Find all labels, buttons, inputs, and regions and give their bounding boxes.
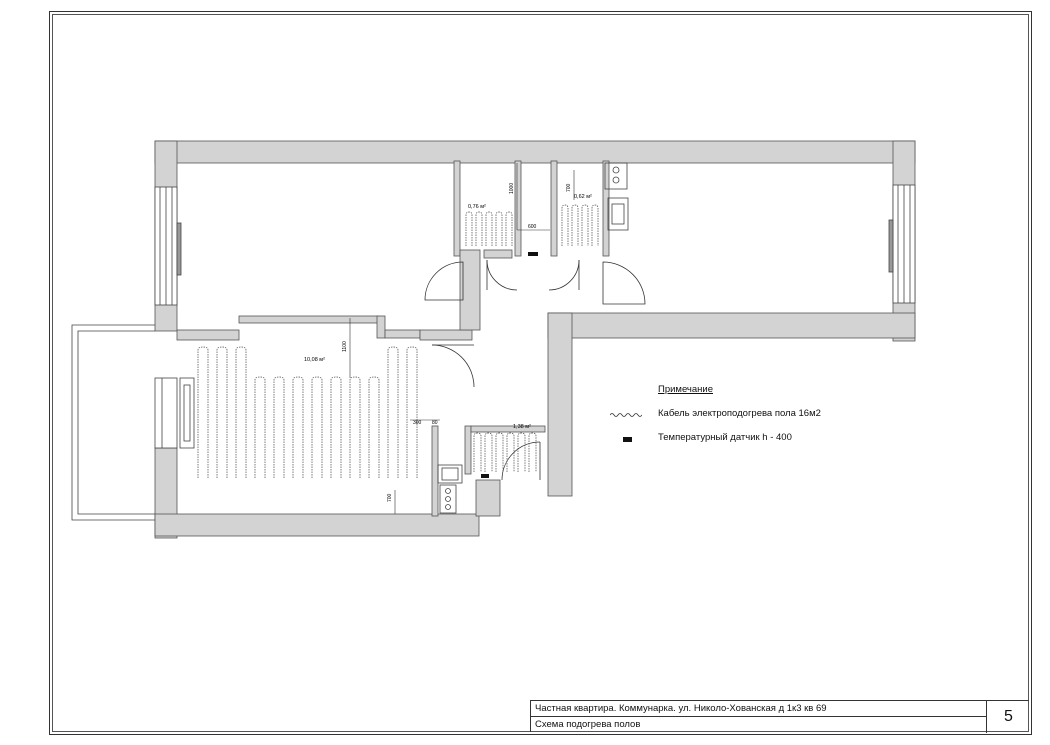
dim-300: 300 xyxy=(413,420,422,426)
cable-loop xyxy=(484,432,493,472)
cable-loop xyxy=(571,204,579,246)
cable-loop xyxy=(495,211,503,246)
doors xyxy=(424,259,646,481)
heating-cable-bath-2 xyxy=(561,204,599,246)
sensor-icon xyxy=(623,437,632,442)
kitchen-fixtures xyxy=(437,162,629,514)
title-block: Частная квартира. Коммунарка. ул. Николо… xyxy=(530,700,1029,733)
legend-label-sensor: Температурный датчик h - 400 xyxy=(658,432,792,443)
cable-loop xyxy=(581,204,589,246)
room-area-bath-1: 0,76 м² xyxy=(468,204,486,210)
cable-loop xyxy=(485,211,493,246)
cable-loop xyxy=(473,432,482,472)
heating-cable-kitchen xyxy=(473,432,537,472)
title-block-project: Частная квартира. Коммунарка. ул. Николо… xyxy=(531,701,987,717)
dim-600: 600 xyxy=(528,224,537,230)
dim-700-top: 700 xyxy=(566,183,572,192)
cable-loop xyxy=(495,432,504,472)
window-right xyxy=(888,184,916,304)
room-area-bath-2: 0,62 м² xyxy=(574,194,592,200)
room-area-living: 10,08 м² xyxy=(304,357,325,363)
cable-loop xyxy=(591,204,599,246)
cable-loop xyxy=(506,432,515,472)
dim-1100: 1100 xyxy=(342,341,348,352)
dim-700-bottom: 700 xyxy=(387,493,393,502)
dim-80: 80 xyxy=(432,420,438,426)
legend-label-cable: Кабель электроподогрева пола 16м2 xyxy=(658,408,821,419)
wavy-cable-icon xyxy=(610,413,642,417)
sensor-icon xyxy=(528,252,538,256)
window-left-upper xyxy=(154,186,182,306)
sensor-icon xyxy=(481,474,489,478)
heating-cable-bath-1 xyxy=(465,211,513,246)
cable-loop xyxy=(475,211,483,246)
cable-loop xyxy=(465,211,473,246)
room-area-kitchen: 1,38 м² xyxy=(513,424,531,430)
cable-loop xyxy=(505,211,513,246)
dimension-lines xyxy=(349,163,575,514)
cable-loop xyxy=(517,432,526,472)
sheet-frame-inner xyxy=(52,14,1029,732)
cable-loop xyxy=(561,204,569,246)
title-block-sheet-title: Схема подогрева полов xyxy=(531,717,987,733)
cable-loop xyxy=(528,432,537,472)
legend-heading: Примечание xyxy=(658,384,713,395)
title-block-page-number: 5 xyxy=(1004,708,1013,725)
balcony-door xyxy=(154,377,195,449)
balcony-outline xyxy=(71,324,155,521)
sheet-frame-outer xyxy=(49,11,1032,735)
dim-1000: 1000 xyxy=(509,183,515,194)
